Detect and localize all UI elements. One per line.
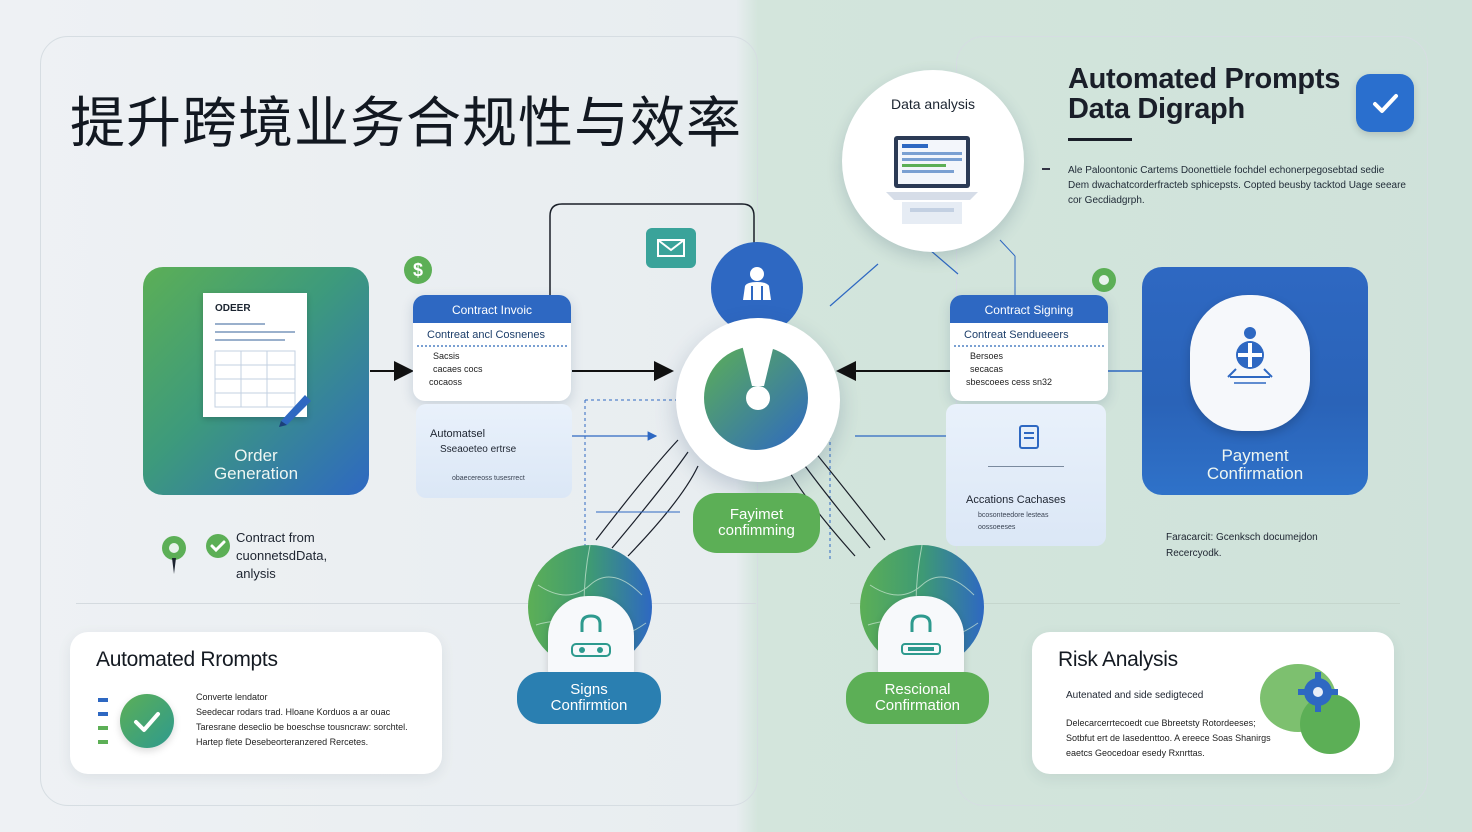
lock-badge-right — [878, 596, 964, 680]
signs-confirmation-pill[interactable]: Signs Confirmtion — [517, 672, 661, 724]
header-right-rule — [1068, 138, 1132, 141]
signs-confirmation-line1: Signs — [570, 681, 608, 698]
dollar-icon: $ — [404, 256, 432, 284]
pen-icon — [279, 395, 311, 427]
risk-analysis-line1: Delecarcerrtecoedt cue Bbreetsty Rotorde… — [1066, 718, 1256, 728]
risk-analysis-line3: eaetcs Geocedoar esedy Rxnrttas. — [1066, 748, 1205, 758]
header-right-title-line1: Automated Prompts — [1068, 63, 1341, 95]
order-generation-tile[interactable]: ODEER Order Generation — [143, 267, 369, 495]
notebook-icon — [1019, 425, 1039, 449]
contract-signing-line3: sbescoees cess sn32 — [966, 377, 1053, 387]
header-right-title-line2: Data Digraph — [1068, 93, 1245, 125]
risk-analysis-text: Delecarcerrtecoedt cue Bbreetsty Rotorde… — [1066, 716, 1271, 761]
automated-panel-right: Accations Cachases bcosonteedore lesteas… — [946, 404, 1106, 546]
document-lines — [214, 323, 296, 408]
divider-right — [850, 603, 1400, 604]
hub-needle — [738, 328, 778, 410]
gear-icon — [1260, 664, 1360, 754]
contract-signing-line2: secacas — [970, 364, 1004, 374]
risk-analysis-subtitle: Autenated and side sedigteced — [1066, 690, 1204, 701]
check-icon — [1373, 94, 1398, 113]
payment-confirmation-tile[interactable]: Payment Confirmation — [1142, 267, 1368, 495]
contract-invoice-card[interactable]: Contract Invoic Contreat ancl Cosnenes S… — [413, 295, 571, 401]
order-document-heading: ODEER — [215, 303, 251, 314]
contract-from-line2: cuonnetsdData, — [236, 548, 328, 563]
contract-signing-card[interactable]: Contract Signing Contreat Sendueeers Ber… — [950, 295, 1108, 401]
contract-invoice-line2: cacaes cocs — [433, 364, 483, 374]
automated-panel-right-line2: bcosonteedore lesteas — [978, 512, 1049, 519]
seal-icon — [1227, 327, 1273, 384]
check-badge — [1356, 74, 1414, 132]
data-analysis-bubble: Data analysis — [842, 70, 1024, 252]
right-note-line1: Faracarcit: Gcenksch documejdon — [1166, 532, 1318, 543]
header-right-description: Ale Paloontonic Cartems Doonettiele foch… — [1068, 165, 1406, 206]
regional-confirmation-line1: Rescional — [884, 681, 951, 698]
order-generation-label-line1: Order — [234, 446, 278, 465]
automated-panel-left-line3: obaecereoss tusesrrect — [452, 475, 525, 482]
check-icon-green — [134, 712, 160, 732]
automated-prompts-line4: Hartep flete Desebeorteranzered Rercetes… — [196, 737, 369, 747]
automated-prompts-card[interactable]: Automated Rrompts Converte lendator Seed… — [70, 632, 442, 774]
seal-badge — [1190, 295, 1310, 431]
automated-prompts-line3: Taresrane deseclio be boeschse tousncraw… — [196, 722, 408, 732]
regional-confirmation-line2: Confirmation — [874, 697, 961, 714]
automated-panel-left-line2: Sseaoeteo ertrse — [440, 444, 517, 455]
pin-icon — [162, 536, 186, 574]
automated-panel-right-line1: Accations Cachases — [966, 494, 1066, 506]
payment-confirming-line2: confimming — [718, 522, 795, 539]
risk-analysis-title: Risk Analysis — [1058, 648, 1178, 671]
desc-bullet — [1042, 168, 1050, 170]
right-note-line2: Recercyodk. — [1166, 548, 1222, 559]
automated-prompts-title: Automated Rrompts — [96, 648, 278, 671]
contract-from-line1: Contract from — [236, 530, 315, 545]
payment-confirmation-label-line2: Confirmation — [1206, 464, 1304, 483]
automated-panel-right-rule — [988, 466, 1064, 467]
data-analysis-label: Data analysis — [890, 96, 976, 112]
laptop-icon — [886, 136, 978, 224]
automated-prompts-text: Converte lendator Seedecar rodars trad. … — [196, 690, 408, 750]
automated-panel-right-line3: oossoeeses — [978, 524, 1016, 531]
automated-panel-left: Automatsel Sseaoeteo ertrse obaecereoss … — [416, 404, 572, 498]
order-generation-label: Order Generation — [143, 447, 369, 483]
mail-icon — [646, 228, 696, 268]
status-dot — [1092, 268, 1116, 292]
check-tile — [120, 694, 174, 748]
risk-analysis-line2: Sotbfut ert de Iasedenttoo. A ereece Soa… — [1066, 733, 1271, 743]
contract-from-note: Contract from cuonnetsdData, anlysis — [236, 529, 327, 583]
lock-badge-left — [548, 596, 634, 680]
contract-invoice-line3: cocaoss — [429, 377, 463, 387]
right-note: Faracarcit: Gcenksch documejdon Recercyo… — [1166, 530, 1318, 562]
regional-confirmation-pill[interactable]: Rescional Confirmation — [846, 672, 989, 724]
contract-signing-subheader: Contreat Sendueeers — [954, 323, 1104, 347]
automated-prompts-line2: Seedecar rodars trad. Hloane Korduos a a… — [196, 707, 391, 717]
payment-confirming-line1: Fayimet — [729, 506, 784, 523]
contract-invoice-line1: Sacsis — [433, 351, 460, 361]
contract-invoice-header: Contract Invoic — [413, 295, 571, 323]
contract-signing-line1: Bersoes — [970, 351, 1004, 361]
list-icon — [98, 698, 108, 744]
check-circle-icon — [206, 534, 230, 558]
central-hub — [676, 318, 840, 482]
payment-confirmation-label: Payment Confirmation — [1142, 447, 1368, 483]
order-generation-label-line2: Generation — [213, 464, 299, 483]
payment-confirmation-label-line1: Payment — [1221, 446, 1289, 465]
contract-signing-header: Contract Signing — [950, 295, 1108, 323]
risk-analysis-card[interactable]: Risk Analysis Autenated and side sedigte… — [1032, 632, 1394, 774]
contract-invoice-subheader: Contreat ancl Cosnenes — [417, 323, 567, 347]
page-title: 提升跨境业务合规性与效率 — [70, 91, 743, 155]
header-right-title: Automated Prompts Data Digraph — [1068, 64, 1340, 124]
signs-confirmation-line2: Confirmtion — [550, 697, 628, 714]
automated-prompts-line1: Converte lendator — [196, 692, 268, 702]
lock-icon — [571, 614, 611, 657]
payment-confirming-pill[interactable]: Fayimet confimming — [693, 493, 820, 553]
lock-icon-right — [901, 614, 941, 655]
contract-from-line3: anlysis — [236, 566, 276, 581]
order-document: ODEER — [203, 293, 307, 417]
divider-left — [76, 603, 756, 604]
automated-panel-left-line1: Automatsel — [430, 428, 486, 440]
